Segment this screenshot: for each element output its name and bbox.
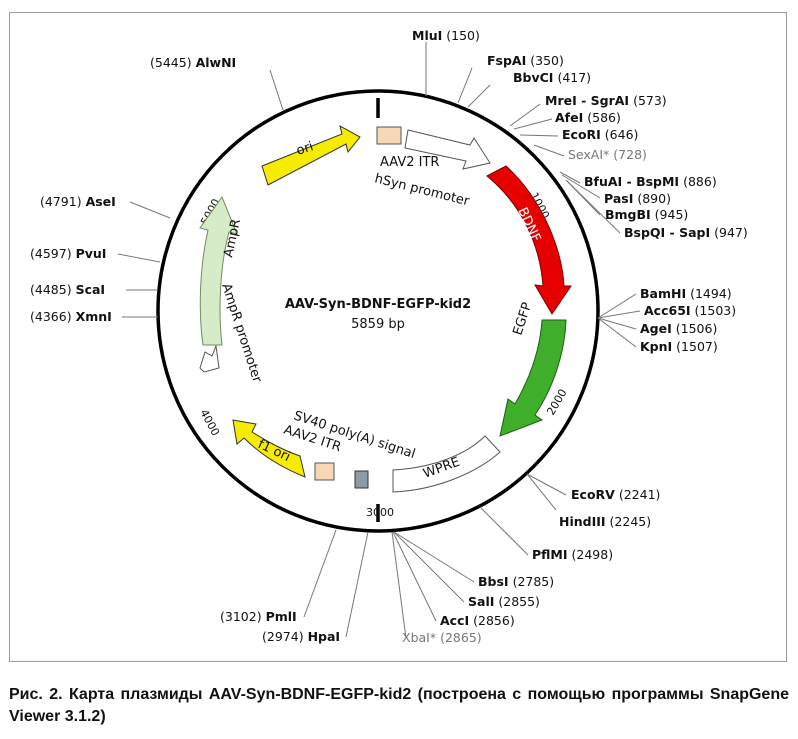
site-afei: AfeI (586) bbox=[555, 110, 621, 125]
tick-label-4000: 4000 bbox=[197, 407, 222, 438]
site-pmli: (3102) PmlI bbox=[220, 609, 297, 624]
backbone-circle bbox=[156, 89, 600, 533]
site-mrei-sgrai: MreI - SgrAI (573) bbox=[545, 93, 667, 108]
bdnf-arrow bbox=[486, 165, 572, 315]
site-bbsi: BbsI (2785) bbox=[478, 574, 554, 589]
ampr-arrow bbox=[199, 195, 238, 346]
site-hindiii: HindIII (2245) bbox=[559, 514, 651, 529]
ori-arrow bbox=[261, 125, 361, 186]
egfp-arrow bbox=[499, 319, 567, 437]
site-acci: AccI (2856) bbox=[440, 613, 515, 628]
ampr-promoter-arrow bbox=[199, 344, 220, 373]
ori-label: ori bbox=[295, 139, 316, 158]
site-pvui: (4597) PvuI bbox=[30, 246, 106, 261]
site-ecori-1: EcoRI (646) bbox=[562, 127, 638, 142]
site-pflmi: PflMI (2498) bbox=[532, 547, 613, 562]
aav2-itr-box-1 bbox=[376, 126, 402, 145]
hsyn-promoter-arrow bbox=[404, 129, 491, 170]
figure-caption: Рис. 2. Карта плазмиды AAV-Syn-BDNF-EGFP… bbox=[9, 686, 789, 725]
aav2-itr-label-1: AAV2 ITR bbox=[380, 155, 439, 170]
site-scai: (4485) ScaI bbox=[30, 282, 105, 297]
wpre-box bbox=[392, 435, 501, 493]
site-kpni: KpnI (1507) bbox=[640, 339, 718, 354]
site-hpai: (2974) HpaI bbox=[262, 629, 340, 644]
site-alwni: (5445) AlwNI bbox=[150, 55, 236, 70]
site-bamhi: BamHI (1494) bbox=[640, 286, 732, 301]
restriction-sites: MluI (150) FspAI (350) BbvCI (417) MreI … bbox=[30, 28, 748, 645]
site-bbvci: BbvCI (417) bbox=[513, 70, 591, 85]
site-xbai: XbaI* (2865) bbox=[402, 630, 482, 645]
egfp-label: EGFP bbox=[511, 300, 536, 337]
figure-frame bbox=[9, 12, 787, 662]
aav2-itr-box-2 bbox=[314, 462, 335, 481]
site-pasi: PasI (890) bbox=[604, 191, 671, 206]
site-fspai: FspAI (350) bbox=[487, 53, 564, 68]
site-asei: (4791) AseI bbox=[40, 194, 116, 209]
ampr-promoter-label: AmpR promoter bbox=[218, 282, 264, 385]
sv40-polya-box bbox=[354, 470, 369, 489]
site-sali: SalI (2855) bbox=[468, 594, 540, 609]
tick-label-3000: 3000 bbox=[366, 506, 394, 519]
site-xmni: (4366) XmnI bbox=[30, 309, 112, 324]
site-agei: AgeI (1506) bbox=[640, 321, 717, 336]
site-bspqi-sapi: BspQI - SapI (947) bbox=[624, 225, 748, 240]
site-acc65i: Acc65I (1503) bbox=[644, 303, 736, 318]
site-bmgbi: BmgBI (945) bbox=[605, 207, 688, 222]
site-sexai: SexAI* (728) bbox=[568, 147, 647, 162]
f1-ori-arrow bbox=[232, 419, 306, 478]
hsyn-promoter-label: hSyn promoter bbox=[373, 171, 471, 209]
plasmid-size: 5859 bp bbox=[351, 317, 405, 332]
site-ecorv: EcoRV (2241) bbox=[571, 487, 660, 502]
site-mlui: MluI (150) bbox=[412, 28, 480, 43]
site-bfuai-bspmi: BfuAI - BspMI (886) bbox=[584, 174, 717, 189]
site-leader-lines bbox=[117, 42, 641, 639]
plasmid-map: 1000 2000 3000 4000 5000 ori AAV2 ITR hS… bbox=[30, 28, 748, 645]
plasmid-title: AAV-Syn-BDNF-EGFP-kid2 bbox=[285, 297, 471, 312]
